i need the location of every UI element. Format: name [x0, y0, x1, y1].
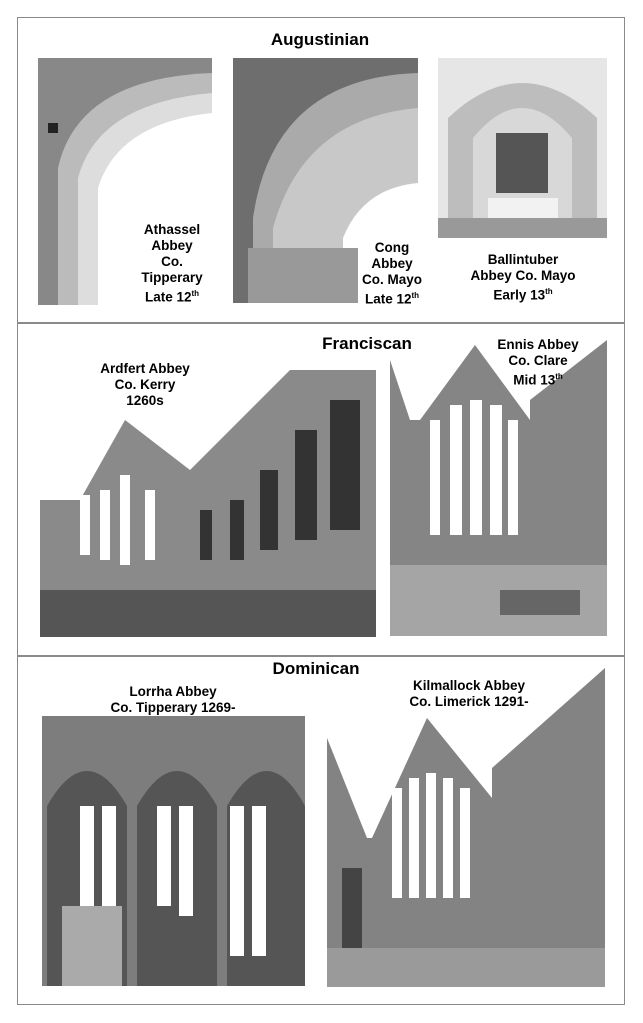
photo-ardfert-abbey	[40, 360, 376, 637]
photo-kilmallock-abbey	[327, 668, 605, 987]
photo-cong-abbey	[233, 58, 418, 303]
section-title-augustinian: Augustinian	[270, 30, 370, 49]
section-divider	[17, 655, 625, 657]
section-title-dominican: Dominican	[272, 659, 360, 678]
photo-athassel-abbey	[38, 58, 212, 305]
section-divider	[17, 322, 625, 324]
figure-frame	[17, 17, 625, 1005]
section-title-franciscan: Franciscan	[322, 334, 412, 353]
photo-ballintuber-abbey	[438, 58, 607, 238]
photo-ennis-abbey	[390, 340, 607, 636]
photo-lorrha-abbey	[42, 716, 305, 986]
